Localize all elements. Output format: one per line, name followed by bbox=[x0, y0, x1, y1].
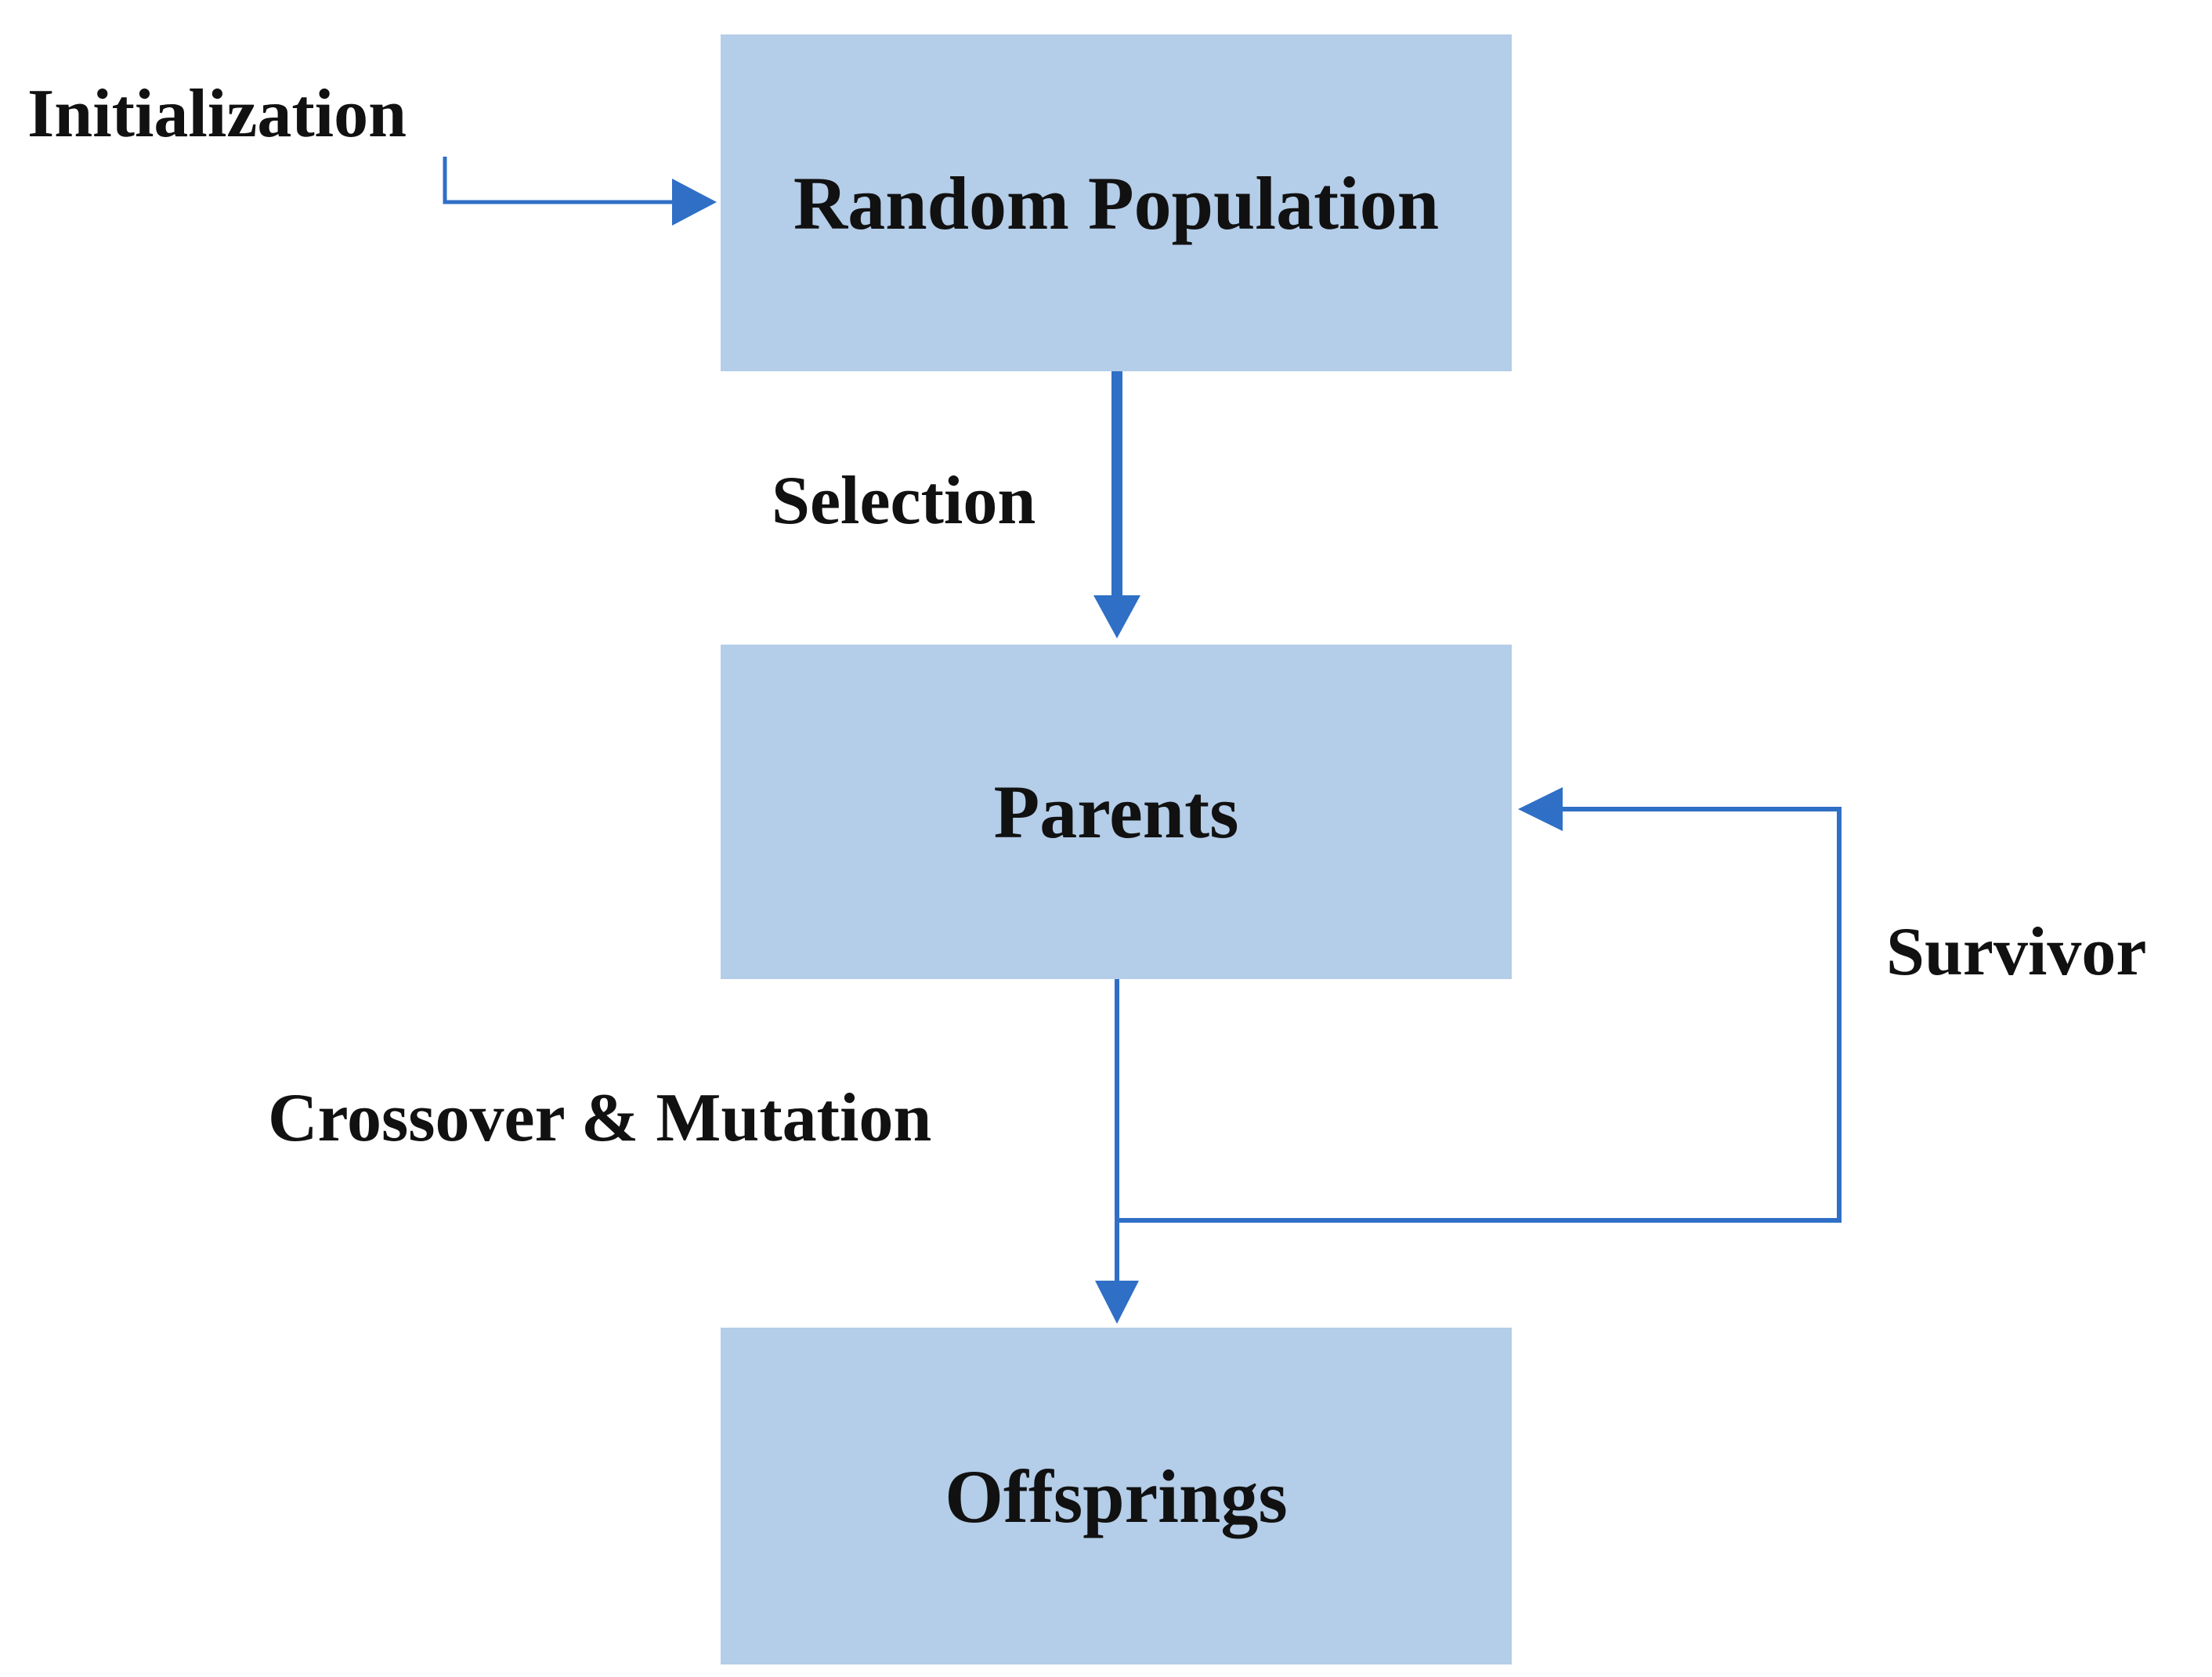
parents-label: Parents bbox=[993, 770, 1239, 854]
survivor-loop-arrow bbox=[1117, 787, 1842, 1223]
crossover-mutation-arrow bbox=[1095, 979, 1139, 1324]
crossover-mutation-label: Crossover & Mutation bbox=[268, 1080, 932, 1156]
selection-arrow bbox=[1093, 371, 1140, 638]
offsprings-label: Offsprings bbox=[945, 1454, 1288, 1538]
selection-label: Selection bbox=[772, 463, 1036, 539]
random-population-label: Random Population bbox=[793, 161, 1440, 245]
offsprings-node: Offsprings bbox=[721, 1328, 1512, 1664]
random-population-node: Random Population bbox=[721, 34, 1512, 371]
initialization-arrow bbox=[443, 157, 717, 226]
parents-node: Parents bbox=[721, 645, 1512, 979]
initialization-label: Initialization bbox=[27, 76, 407, 152]
survivor-label: Survivor bbox=[1886, 914, 2147, 990]
